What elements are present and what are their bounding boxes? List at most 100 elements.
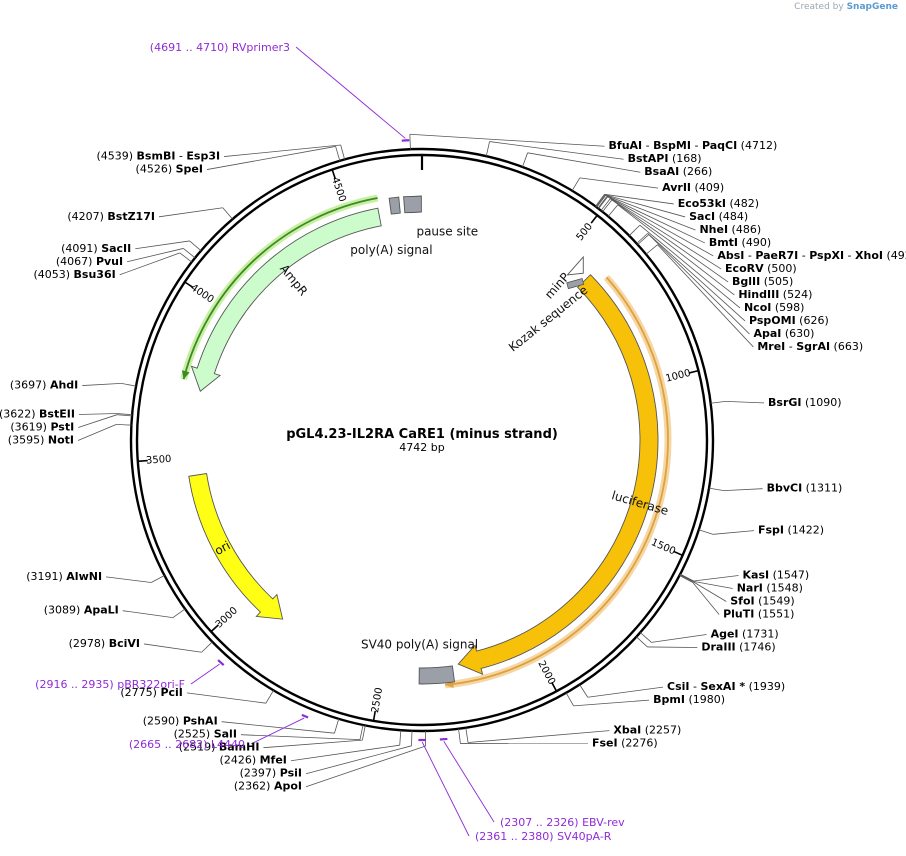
ori-label: ori — [212, 538, 232, 558]
ampr-orf-arc[interactable] — [182, 197, 378, 380]
site-location: (598) — [771, 301, 804, 314]
site-pluti[interactable]: PluTI (1551) — [723, 607, 794, 620]
ampr-feature[interactable] — [190, 207, 382, 392]
site-avrii[interactable]: AvrII (409) — [662, 181, 724, 194]
site-mrei[interactable]: MreI - SgrAI (663) — [757, 340, 863, 353]
site-agei[interactable]: AgeI (1731) — [711, 627, 779, 640]
tick-mark — [551, 682, 558, 692]
site-location: (4526) — [136, 163, 176, 176]
site-bfuai[interactable]: BfuAI - BspMI - PaqCI (4712) — [609, 139, 778, 152]
primer-ebv-rev-arc[interactable] — [439, 737, 448, 741]
site-psii[interactable]: (2397) PsiI — [240, 767, 302, 780]
tick-label: 1500 — [649, 537, 677, 557]
site-sacii[interactable]: (4091) SacII — [61, 242, 131, 255]
site-leader-line — [605, 194, 696, 231]
primer-pbr322ori-f-label[interactable]: (2916 .. 2935) pBR322ori-F — [35, 678, 185, 691]
primer-sv40pa-r-label[interactable]: (2361 .. 2380) SV40pA-R — [475, 830, 612, 843]
luc-orf-arc[interactable] — [445, 276, 669, 686]
luciferase-feature[interactable] — [457, 274, 659, 676]
pause-site-feature[interactable] — [403, 195, 422, 214]
site-apai[interactable]: ApaI (630) — [753, 327, 814, 340]
site-noti[interactable]: (3595) NotI — [8, 434, 74, 447]
site-cut-line — [334, 718, 340, 734]
site-eco53ki[interactable]: Eco53kI (482) — [678, 197, 759, 210]
site-location: (1549) — [755, 594, 795, 607]
site-bglii[interactable]: BglII (505) — [732, 275, 793, 288]
site-enzyme-name: PluTI — [723, 607, 754, 620]
site-alwni[interactable]: (3191) AlwNI — [26, 570, 102, 583]
ori-feature[interactable] — [188, 473, 284, 620]
site-bsu36i[interactable]: (4053) Bsu36I — [33, 268, 115, 281]
site-spei[interactable]: (4526) SpeI — [136, 163, 203, 176]
primer-l4440-label[interactable]: (2665 .. 2682) L4440 — [129, 738, 245, 751]
site-location: (3089) — [44, 604, 84, 617]
site-cut-line — [597, 196, 608, 209]
site-enzyme-name: SalI — [214, 728, 237, 741]
site-location: (3595) — [8, 434, 48, 447]
tick-label: 4000 — [188, 282, 215, 305]
site-location: (484) — [715, 210, 748, 223]
site-bsrgi[interactable]: BsrGI (1090) — [768, 396, 842, 409]
site-hindiii[interactable]: HindIII (524) — [738, 288, 812, 301]
site-location: (168) — [668, 152, 701, 165]
site-bbvci[interactable]: BbvCI (1311) — [767, 482, 843, 495]
site-csii[interactable]: CsiI - SexAI * (1939) — [667, 680, 785, 693]
primer-l4440-arc[interactable] — [301, 713, 309, 719]
primer-ebv-rev-label[interactable]: (2307 .. 2326) EBV-rev — [500, 816, 625, 829]
site-cut-line — [172, 608, 186, 618]
site-leader-line — [693, 575, 739, 582]
site-leader-line — [263, 739, 363, 749]
primer-leader-line — [443, 740, 495, 823]
minp-feature[interactable] — [566, 255, 584, 276]
site-saci[interactable]: SacI (484) — [689, 210, 748, 223]
site-apoi[interactable]: (2362) ApoI — [234, 780, 302, 793]
site-bamhi[interactable]: (2519) BamHI — [179, 741, 260, 754]
primer-location: (2361 .. 2380) — [475, 830, 557, 843]
site-ecorv[interactable]: EcoRV (500) — [725, 262, 797, 275]
primer-pbr322ori-f-arc[interactable] — [217, 659, 225, 666]
site-pspomi[interactable]: PspOMI (626) — [749, 314, 829, 327]
site-nhei[interactable]: NheI (486) — [699, 223, 761, 236]
kozak-sequence-feature[interactable] — [566, 278, 585, 290]
site-ahdi[interactable]: (3697) AhdI — [10, 379, 78, 392]
site-xbai[interactable]: XbaI (2257) — [613, 724, 681, 737]
site-bsteii[interactable]: (3622) BstEII — [0, 408, 75, 421]
site-sfoi[interactable]: SfoI (1549) — [730, 594, 794, 607]
site-mfei[interactable]: (2426) MfeI — [220, 754, 287, 767]
site-cut-line — [183, 248, 196, 259]
polya-signal-feature[interactable] — [388, 196, 401, 215]
site-bmti[interactable]: BmtI (490) — [709, 236, 771, 249]
sv40-polya-feature[interactable] — [418, 665, 456, 685]
kozak-sequence-mark — [566, 278, 585, 290]
site-bsaai[interactable]: BsaAI (266) — [644, 165, 712, 178]
site-fsei[interactable]: FseI (2276) — [592, 737, 658, 750]
site-bstapi[interactable]: BstAPI (168) — [628, 152, 702, 165]
site-bstz17i[interactable]: (4207) BstZ17I — [67, 210, 155, 223]
site-bpmi[interactable]: BpmI (1980) — [653, 693, 725, 706]
site-bcivi[interactable]: (2978) BciVI — [69, 637, 140, 650]
site-location: (3697) — [10, 379, 50, 392]
site-kasi[interactable]: KasI (1547) — [743, 568, 810, 581]
site-pcii[interactable]: (2775) PciI — [120, 686, 183, 699]
site-fspi[interactable]: FspI (1422) — [758, 524, 824, 537]
site-pshai[interactable]: (2590) PshAI — [143, 715, 218, 728]
site-enzyme-name: BsrGI — [768, 396, 801, 409]
site-enzyme-name: BmtI — [709, 236, 738, 249]
site-enzyme-name: XbaI — [613, 724, 641, 737]
site-leader-line — [409, 133, 605, 147]
site-psti[interactable]: (3619) PstI — [10, 421, 74, 434]
site-cut-line — [201, 641, 213, 653]
primer-rvprimer3-label[interactable]: (4691 .. 4710) RVprimer3 — [150, 41, 290, 54]
site-draiii[interactable]: DraIII (1746) — [701, 640, 775, 653]
primer-location: (2916 .. 2935) — [35, 678, 117, 691]
site-enzyme-name: SfoI — [730, 594, 754, 607]
site-pvui[interactable]: (4067) PvuI — [56, 255, 123, 268]
site-location: (2426) — [220, 754, 260, 767]
site-nari[interactable]: NarI (1548) — [737, 581, 803, 594]
site-apali[interactable]: (3089) ApaLI — [44, 604, 119, 617]
site-sali[interactable]: (2525) SalI — [174, 728, 237, 741]
site-enzyme-name: PsiI — [280, 767, 302, 780]
site-absi[interactable]: AbsI - PaeR7I - PspXI - XhoI (492) — [717, 249, 906, 262]
site-ncoi[interactable]: NcoI (598) — [744, 301, 804, 314]
site-bsmbi[interactable]: (4539) BsmBI - Esp3I — [96, 150, 220, 163]
